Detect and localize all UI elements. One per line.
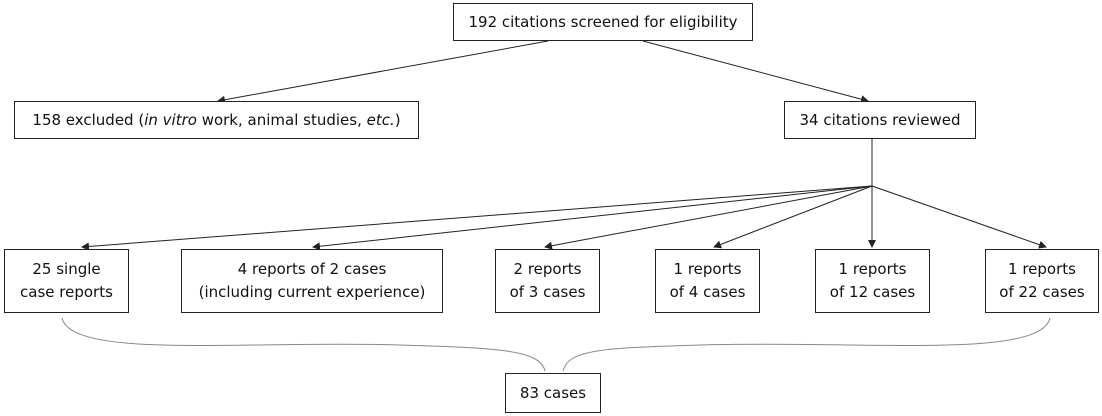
node-reviewed-label: 34 citations reviewed (799, 110, 961, 129)
node-reports-2-label: 4 reports of 2 cases (including current e… (199, 258, 426, 304)
reports-22-line-1: 1 reports (1008, 260, 1076, 278)
node-excluded: 158 excluded (in vitro work, animal stud… (14, 101, 419, 139)
excluded-prefix: 158 excluded ( (32, 110, 145, 129)
node-reports-4: 1 reports of 4 cases (655, 249, 760, 313)
arrow-screened-to-excluded (217, 40, 549, 104)
node-single-reports: 25 single case reports (4, 249, 129, 313)
arrow-screened-to-reviewed (642, 40, 869, 104)
node-single-reports-label: 25 single case reports (20, 258, 113, 304)
node-screened-label: 192 citations screened for eligibility (468, 12, 738, 31)
node-reports-22-label: 1 reports of 22 cases (999, 258, 1084, 304)
node-reports-4-label: 1 reports of 4 cases (670, 258, 746, 304)
excluded-middle: work, animal studies, (196, 110, 367, 129)
reports-4-line-1: 1 reports (673, 260, 742, 278)
reports-3-line-2: of 3 cases (509, 283, 586, 301)
arrow-to-single-reports (81, 185, 873, 251)
excluded-suffix: ) (394, 110, 401, 129)
node-reports-22: 1 reports of 22 cases (985, 249, 1099, 313)
arrow-to-reports-3 (544, 185, 873, 250)
reports-2-line-1: 4 reports of 2 cases (237, 260, 387, 278)
node-reports-2: 4 reports of 2 cases (including current e… (181, 249, 443, 313)
node-screened: 192 citations screened for eligibility (453, 3, 753, 41)
node-reports-12: 1 reports of 12 cases (815, 249, 930, 313)
reports-3-line-1: 2 reports (513, 260, 582, 278)
single-reports-line-1: 25 single (32, 260, 101, 278)
reports-22-line-2: of 22 cases (999, 283, 1085, 301)
brace-left (61, 317, 546, 372)
node-total: 83 cases (505, 373, 601, 413)
arrow-to-reports-2 (312, 185, 873, 251)
node-reports-3-label: 2 reports of 3 cases (510, 258, 586, 304)
node-reports-3: 2 reports of 3 cases (495, 249, 600, 313)
arrow-to-reports-22 (871, 185, 1047, 249)
excluded-in-vitro: in vitro (144, 110, 197, 129)
brace-right (562, 317, 1051, 372)
reports-12-line-2: of 12 cases (829, 283, 916, 301)
arrow-to-reports-4 (713, 185, 873, 249)
reports-4-line-2: of 4 cases (669, 283, 746, 301)
node-reviewed: 34 citations reviewed (784, 101, 976, 139)
reports-12-line-1: 1 reports (838, 260, 907, 278)
reports-2-line-2: (including current experience) (198, 283, 426, 301)
node-reports-12-label: 1 reports of 12 cases (830, 258, 915, 304)
node-excluded-label: 158 excluded (in vitro work, animal stud… (32, 109, 400, 132)
single-reports-line-2: case reports (20, 283, 113, 301)
excluded-etc: etc. (366, 110, 395, 129)
node-total-label: 83 cases (519, 383, 587, 402)
